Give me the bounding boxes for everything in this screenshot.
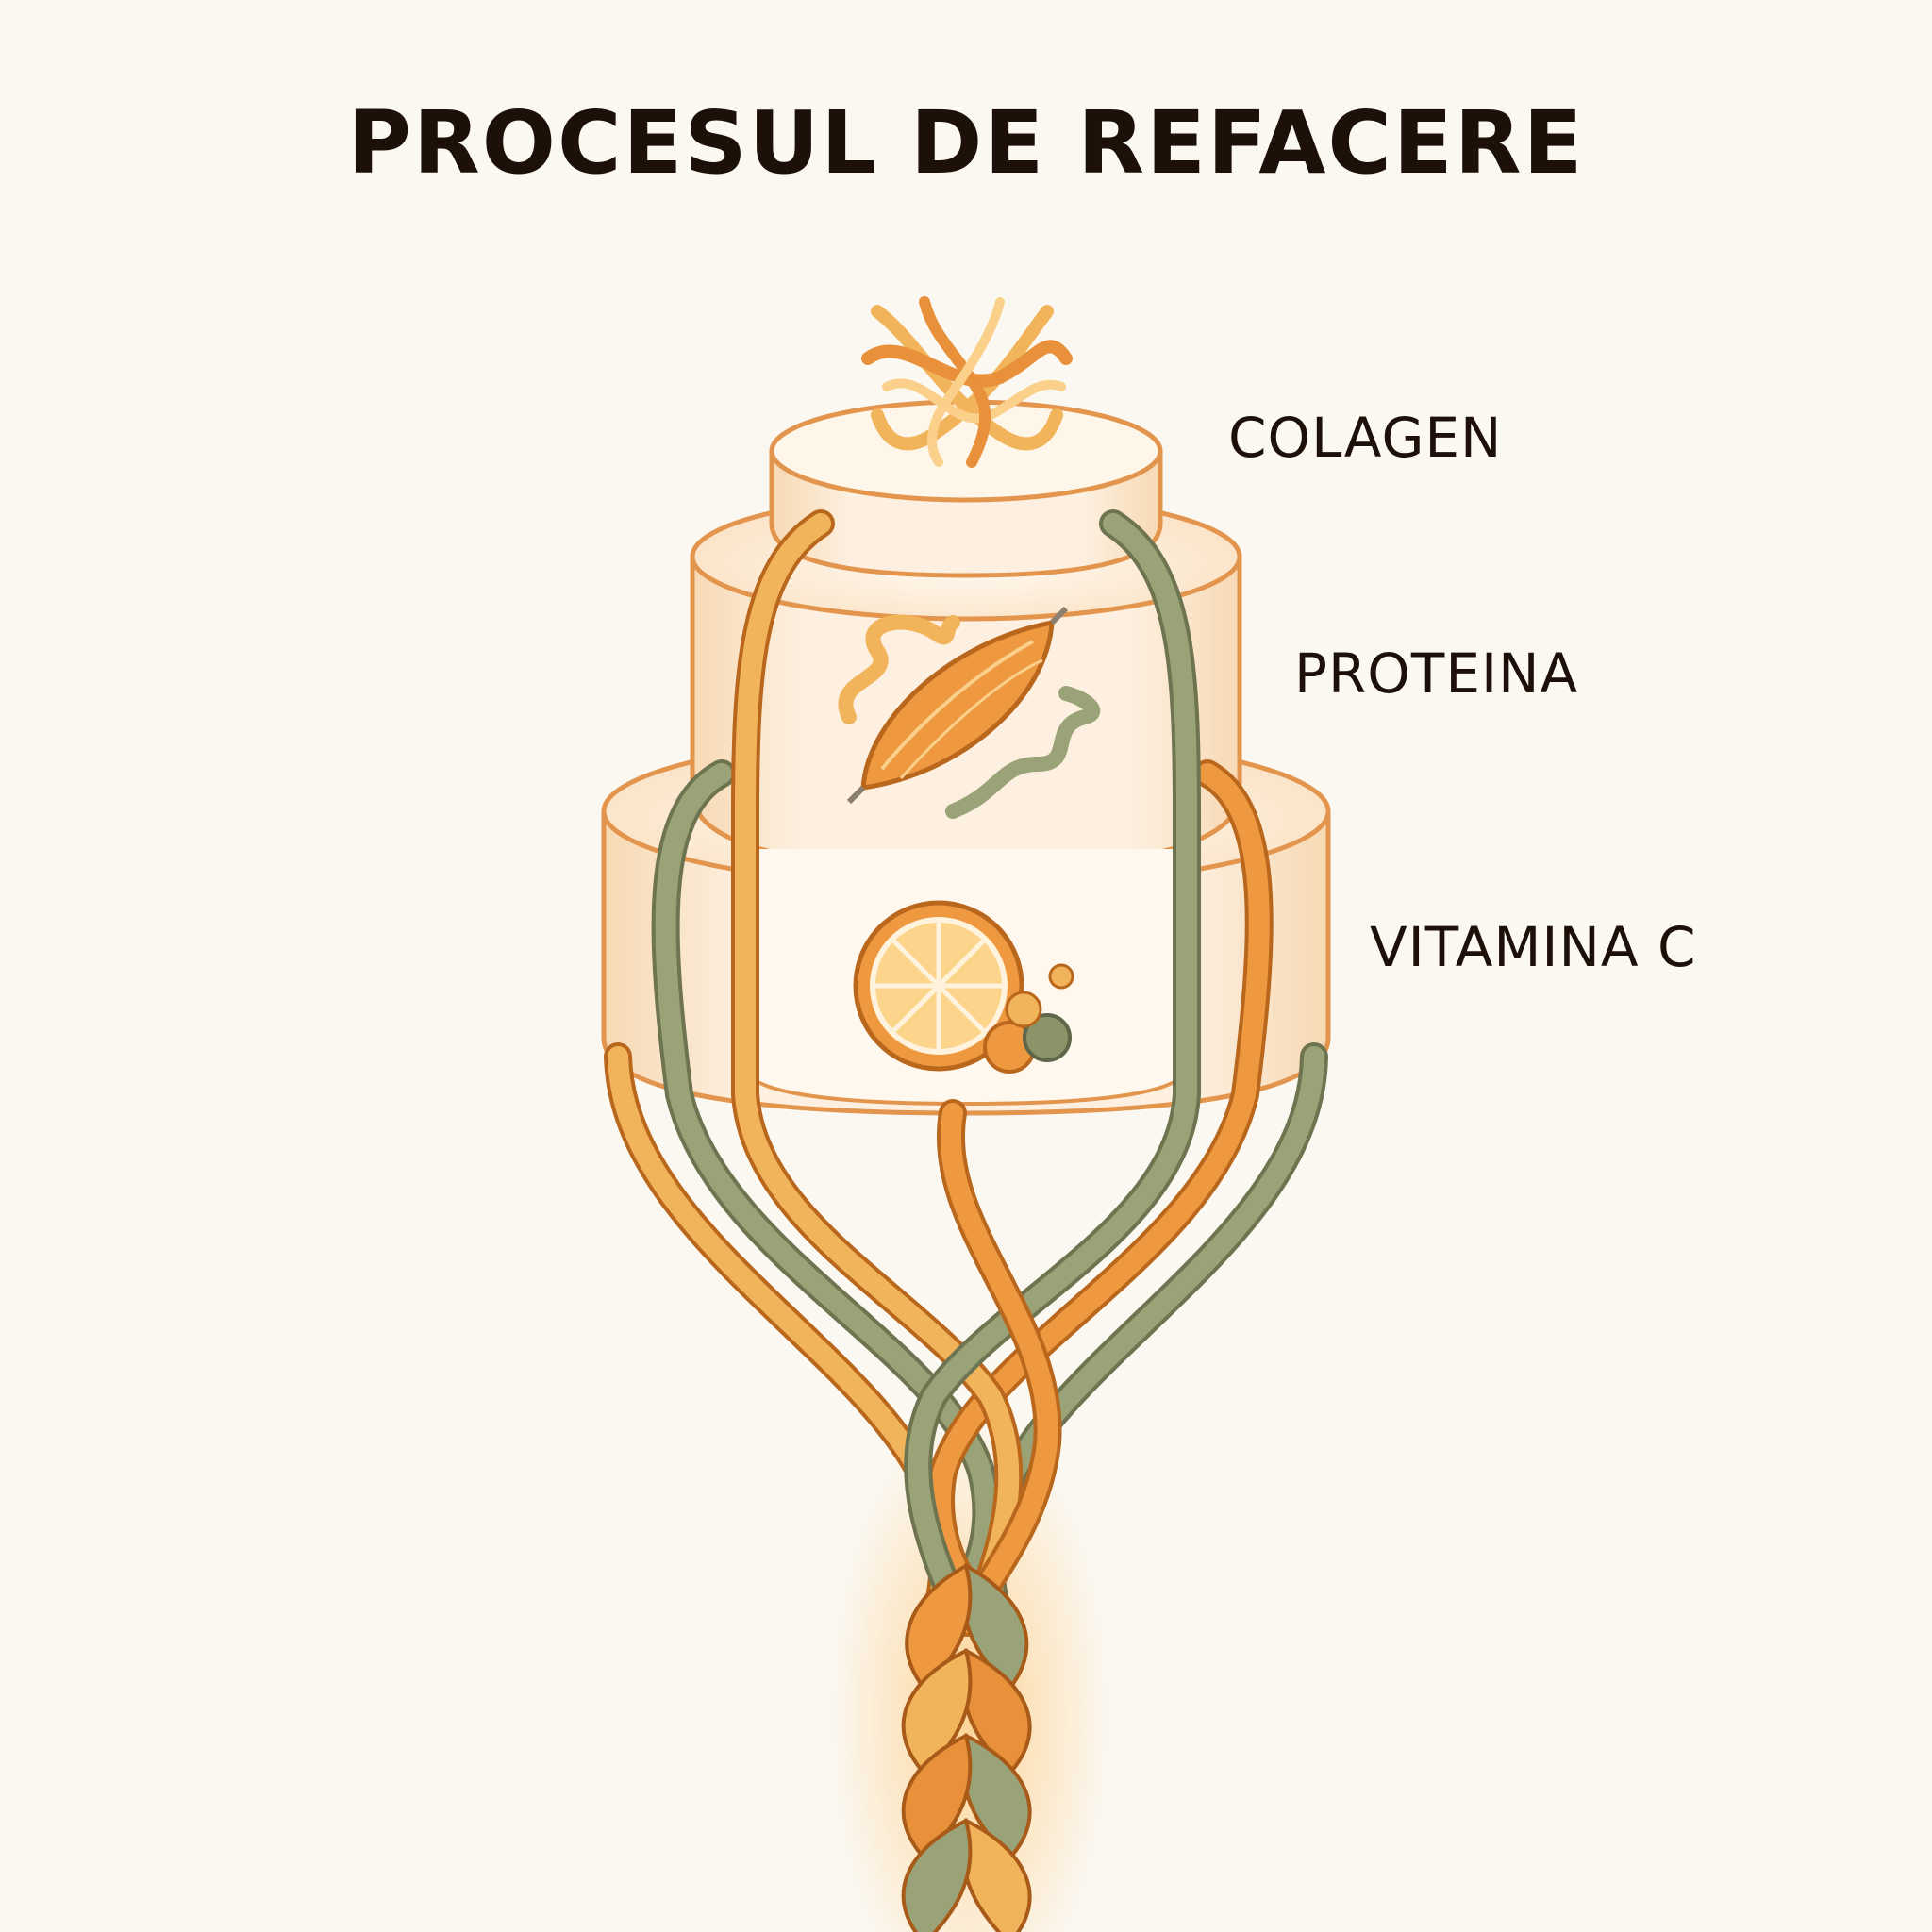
page-title: PROCESUL DE REFACERE [347, 92, 1585, 193]
muscle-icon [846, 606, 1069, 805]
protein-helix-icon [838, 614, 1101, 819]
tier-colagen [769, 399, 1163, 578]
braid [901, 1563, 1032, 1932]
orange-slice-icon [853, 900, 1074, 1074]
label-vitamina-c: VITAMINA C [1370, 915, 1697, 979]
strands [604, 509, 1328, 1637]
label-colagen: COLAGEN [1228, 406, 1503, 470]
label-proteina: PROTEINA [1294, 641, 1579, 706]
collagen-fibers-icon [861, 296, 1073, 468]
